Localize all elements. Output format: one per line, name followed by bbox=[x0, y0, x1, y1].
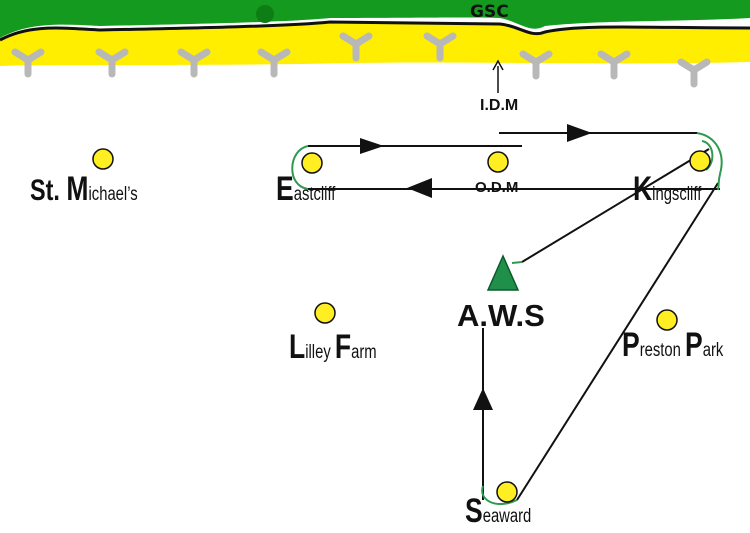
kingscliff-rest: ingscliff bbox=[652, 184, 702, 205]
place-st-michaels: St. Michael’s bbox=[30, 172, 168, 206]
route bbox=[308, 132, 720, 501]
preston-park-initial-p1: P bbox=[622, 326, 640, 364]
village-dot-icon bbox=[656, 309, 678, 331]
preston-park-rest-2: ark bbox=[702, 340, 724, 361]
village-dot-icon bbox=[496, 481, 518, 503]
lilley-farm-initial-l: L bbox=[289, 328, 306, 366]
lilley-farm-initial-f: F bbox=[334, 328, 352, 366]
st-michaels-initial: St. bbox=[30, 174, 67, 207]
place-seaward: Seaward bbox=[465, 494, 550, 528]
preston-park-rest-1: reston bbox=[639, 340, 686, 361]
arrow-head-icon bbox=[567, 124, 592, 142]
aws-label: A.W.S bbox=[457, 298, 545, 333]
arrow-head-icon bbox=[407, 178, 432, 198]
st-michaels-rest: ichael’s bbox=[88, 184, 138, 205]
wind-turbine-icon bbox=[681, 62, 707, 84]
lilley-farm-rest-2: arm bbox=[351, 342, 377, 363]
triangle-marker-icon bbox=[486, 254, 520, 291]
turn-loops bbox=[291, 132, 723, 505]
seaward-rest: eaward bbox=[482, 506, 532, 527]
preston-park-initial-p2: P bbox=[685, 326, 703, 364]
arrow-head-icon bbox=[360, 138, 384, 154]
gsc-label: GSC bbox=[470, 2, 509, 22]
arrow-head-icon bbox=[473, 388, 493, 410]
place-eastcliff: Eastcliff bbox=[276, 172, 352, 206]
place-preston-park: Preston Park bbox=[622, 328, 750, 362]
st-michaels-initial-m: M bbox=[66, 170, 89, 208]
idm-label: I.D.M bbox=[480, 97, 519, 114]
village-dot-icon bbox=[314, 302, 336, 324]
dark-dot-icon bbox=[256, 5, 274, 23]
place-lilley-farm: Lilley Farm bbox=[289, 330, 401, 364]
eastcliff-initial: E bbox=[276, 170, 294, 208]
village-dot-icon bbox=[487, 151, 509, 173]
lilley-farm-rest-1: illey bbox=[305, 342, 335, 363]
village-dots bbox=[92, 148, 711, 503]
odm-label: O.D.M bbox=[475, 179, 519, 196]
village-dot-icon bbox=[301, 152, 323, 174]
eastcliff-rest: astcliff bbox=[293, 184, 336, 205]
village-dot-icon bbox=[92, 148, 114, 170]
idm-arrow-head-icon bbox=[492, 59, 504, 71]
coastline bbox=[0, 20, 750, 42]
seaward-initial: S bbox=[465, 492, 483, 530]
kingscliff-initial: K bbox=[633, 170, 653, 208]
village-dot-icon bbox=[689, 150, 711, 172]
place-kingscliff: Kingscliff bbox=[633, 172, 721, 206]
grass-band bbox=[0, 0, 750, 38]
